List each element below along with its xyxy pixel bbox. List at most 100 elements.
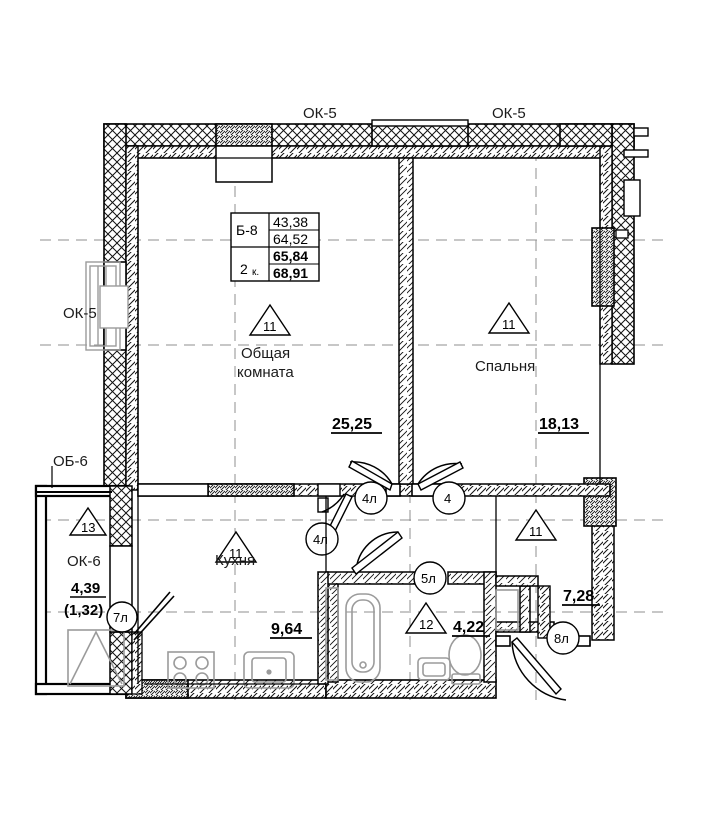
leaf-bathroom <box>351 530 403 576</box>
partition-bathroom-top-left <box>325 571 417 585</box>
burner-4 <box>195 672 209 686</box>
door-marker-label-loggia: 7л <box>113 610 128 625</box>
wall-stub-top-right-a <box>633 127 649 137</box>
wall-stub-right-d <box>615 229 629 239</box>
info-table-rooms-suffix: к. <box>252 267 259 278</box>
wall-top-inner <box>103 145 635 159</box>
marker-triangle-kitchen <box>214 530 258 563</box>
marker-triangle-loggia <box>68 506 108 536</box>
door-marker-circle-kitchen <box>305 522 339 556</box>
swing-kitchen <box>321 493 345 513</box>
room-name-living-room-line2: комната <box>237 364 294 381</box>
partition-hall-outer <box>537 585 551 639</box>
marker-triangle-hallway <box>514 508 558 541</box>
jamb-kitchen-top <box>317 483 341 497</box>
room-name-loggia: ОК-6 <box>67 553 101 570</box>
room-area-kitchen: 9,64 <box>271 621 302 638</box>
beam-mid-left <box>207 483 295 497</box>
loggia-window-frame <box>67 629 125 687</box>
wall-stub-top-right-c <box>623 179 641 217</box>
toilet-tank <box>451 673 481 685</box>
wall-top-masonry <box>103 123 635 147</box>
wall-bottom-bathroom <box>325 679 497 699</box>
info-table: Б-8 2 к. 43,38 64,52 65,84 68,91 <box>230 212 320 282</box>
hall-niche <box>495 589 519 631</box>
door-marker-label-kitchen: 4л <box>313 532 328 547</box>
bathtub-inner <box>351 599 375 673</box>
column-right-upper <box>591 227 615 307</box>
partition-hall-right <box>519 585 531 633</box>
wall-right-masonry <box>611 123 635 365</box>
swing-living-room <box>349 461 393 485</box>
marker-label-hallway: 11 <box>529 524 543 539</box>
room-area-living-room: 25,25 <box>332 416 372 433</box>
marker-label-kitchen: 11 <box>229 546 243 561</box>
door-marker-circle-living-room <box>354 481 388 515</box>
marker-triangle-bedroom <box>487 301 531 334</box>
bath-niche <box>325 587 339 681</box>
door-marker-label-bedroom: 4 <box>444 491 451 506</box>
info-table-value-3: 65,84 <box>273 248 308 264</box>
burner-3 <box>173 672 187 686</box>
sink-basin <box>251 657 287 683</box>
partition-hall-top <box>495 575 539 587</box>
door-marker-circle-bedroom <box>432 481 466 515</box>
leaf-bedroom <box>417 461 464 491</box>
balcony-glazing-label: ОБ-6 <box>53 453 88 470</box>
info-table-value-2: 64,52 <box>273 231 308 247</box>
partition-bathroom-right <box>483 571 497 683</box>
bathtub <box>345 593 381 683</box>
room-name-living-room: Общая <box>241 345 290 362</box>
door-marker-circle-bathroom <box>413 561 447 595</box>
info-table-value-4: 68,91 <box>273 265 308 281</box>
info-table-rooms: 2 <box>240 261 248 277</box>
door-marker-circle-loggia <box>106 601 138 633</box>
sink-counter <box>243 651 295 689</box>
leaf-loggia <box>133 595 175 641</box>
masonry-top-right <box>559 123 613 147</box>
partition-central <box>398 157 414 485</box>
pier-loggia-upper <box>109 485 133 547</box>
jamb-entry-left <box>495 635 511 647</box>
loggia-window-opening-mark <box>69 630 123 685</box>
info-table-value-1: 43,38 <box>273 214 308 230</box>
leaf-loggia-b <box>133 591 171 635</box>
room-area-loggia: 4,39 <box>71 580 100 597</box>
leaf-living-room <box>348 460 393 492</box>
detail-lines <box>137 157 611 685</box>
pier-loggia-lower-inner <box>131 631 143 695</box>
room-area-hallway: 7,28 <box>563 588 594 605</box>
info-table-code: Б-8 <box>236 222 258 238</box>
washbasin-inner <box>422 662 446 677</box>
pier-loggia-lower <box>109 631 133 695</box>
stove <box>167 651 215 689</box>
burner-2 <box>195 656 209 670</box>
window-labels: ОК-5 ОК-5 ОК-5 ОБ-6 <box>53 105 526 470</box>
masonry-top-mid <box>371 123 469 147</box>
wall-openings <box>36 119 613 497</box>
wall-loggia-left <box>34 484 48 696</box>
opening-top-left <box>215 145 273 183</box>
column-top-left <box>215 123 273 147</box>
marker-triangle-living-room <box>248 303 292 336</box>
swing-entry <box>511 641 567 701</box>
interior-partitions <box>317 157 591 685</box>
bathtub-drain <box>359 661 367 669</box>
fixtures <box>67 587 519 689</box>
opening-mid-left <box>137 483 209 497</box>
toilet-bowl <box>448 634 482 676</box>
door-marker-label-entry: 8л <box>554 631 569 646</box>
wall-stub-top-right-b <box>623 149 649 158</box>
window-left-frame <box>85 261 129 351</box>
door-marker-circle-entry <box>546 621 580 655</box>
room-name-bedroom: Спальня <box>475 358 535 375</box>
door-marker-label-living-room: 4л <box>362 491 377 506</box>
washbasin <box>417 657 451 681</box>
room-labels: Общая комната 25,25 Спальня 18,13 Кухня … <box>64 345 600 639</box>
room-markers: 11 11 11 12 11 13 <box>68 301 558 634</box>
door-markers: 4л 4 4л 5л 7л 8л <box>106 481 580 655</box>
window-label-left: ОК-5 <box>63 305 97 322</box>
sink-drain <box>266 669 272 675</box>
window-label-top-right: ОК-5 <box>492 105 526 122</box>
